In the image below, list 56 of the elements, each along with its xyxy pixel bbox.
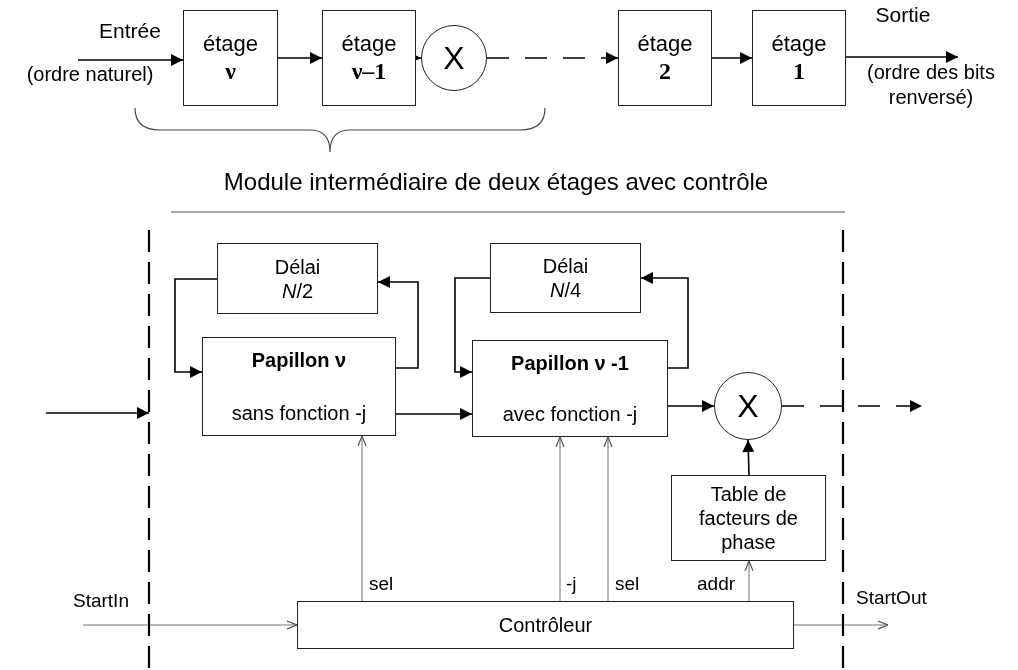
stage-box bbox=[183, 10, 278, 106]
multiplier-symbol: X bbox=[443, 42, 465, 74]
arrow bbox=[744, 560, 754, 602]
stage-index: ν–1 bbox=[351, 57, 387, 85]
arrow bbox=[377, 276, 419, 369]
arrow bbox=[640, 272, 689, 369]
stage-label: étage bbox=[341, 31, 397, 56]
arrow bbox=[555, 436, 565, 602]
arrow bbox=[742, 439, 755, 476]
butterfly-title: Papillon ν -1 bbox=[511, 351, 629, 375]
stage-box bbox=[322, 10, 416, 106]
arrow bbox=[277, 52, 323, 64]
dashed-arrow bbox=[486, 52, 619, 64]
stage-index: 1 bbox=[793, 57, 805, 85]
io-label: Entrée bbox=[99, 18, 161, 44]
arrow bbox=[603, 436, 613, 602]
controller-label: Contrôleur bbox=[498, 613, 593, 637]
stage-label: étage bbox=[202, 31, 259, 56]
arrow bbox=[454, 277, 491, 378]
butterfly-box bbox=[472, 340, 668, 437]
butterfly-mode: sans fonction -j bbox=[231, 401, 367, 425]
arrow bbox=[82, 620, 298, 630]
delay-length: N/2 bbox=[281, 278, 314, 303]
io-note: (ordre des bits renversé) bbox=[866, 60, 996, 110]
arrow bbox=[395, 408, 473, 420]
dashed-arrow bbox=[781, 400, 923, 412]
phase-table-box bbox=[671, 475, 826, 561]
stage-label: étage bbox=[771, 31, 827, 56]
delay-box bbox=[217, 243, 378, 314]
arrow bbox=[357, 435, 367, 602]
butterfly-title: Papillon ν bbox=[251, 348, 347, 372]
arrow bbox=[174, 278, 218, 378]
stage-index: ν bbox=[225, 57, 236, 85]
arrow bbox=[77, 54, 184, 66]
io-note: (ordre naturel) bbox=[25, 62, 155, 87]
arrow bbox=[45, 407, 150, 419]
stage-label: étage bbox=[637, 31, 693, 56]
butterfly-box bbox=[202, 337, 396, 436]
delay-length: N/4 bbox=[549, 278, 582, 302]
arrow bbox=[845, 51, 959, 63]
delay-title: Délai bbox=[542, 254, 589, 278]
stage-index: 2 bbox=[659, 57, 671, 85]
multiplier-symbol: X bbox=[737, 390, 759, 422]
edge-label: -j bbox=[565, 574, 578, 595]
butterfly-mode: avec fonction -j bbox=[502, 402, 638, 426]
stage-box bbox=[752, 10, 846, 106]
delay-box bbox=[490, 243, 641, 313]
controller-box bbox=[297, 601, 794, 649]
arrow bbox=[793, 620, 889, 630]
module-title: Module intermédiaire de deux étages avec contrôle bbox=[222, 168, 770, 196]
table-label: Table de facteurs de phase bbox=[698, 482, 799, 554]
arrow bbox=[711, 52, 753, 64]
arrow bbox=[667, 400, 715, 412]
delay-title: Délai bbox=[274, 254, 321, 279]
io-label: Sortie bbox=[875, 2, 931, 28]
stage-box bbox=[618, 10, 712, 106]
